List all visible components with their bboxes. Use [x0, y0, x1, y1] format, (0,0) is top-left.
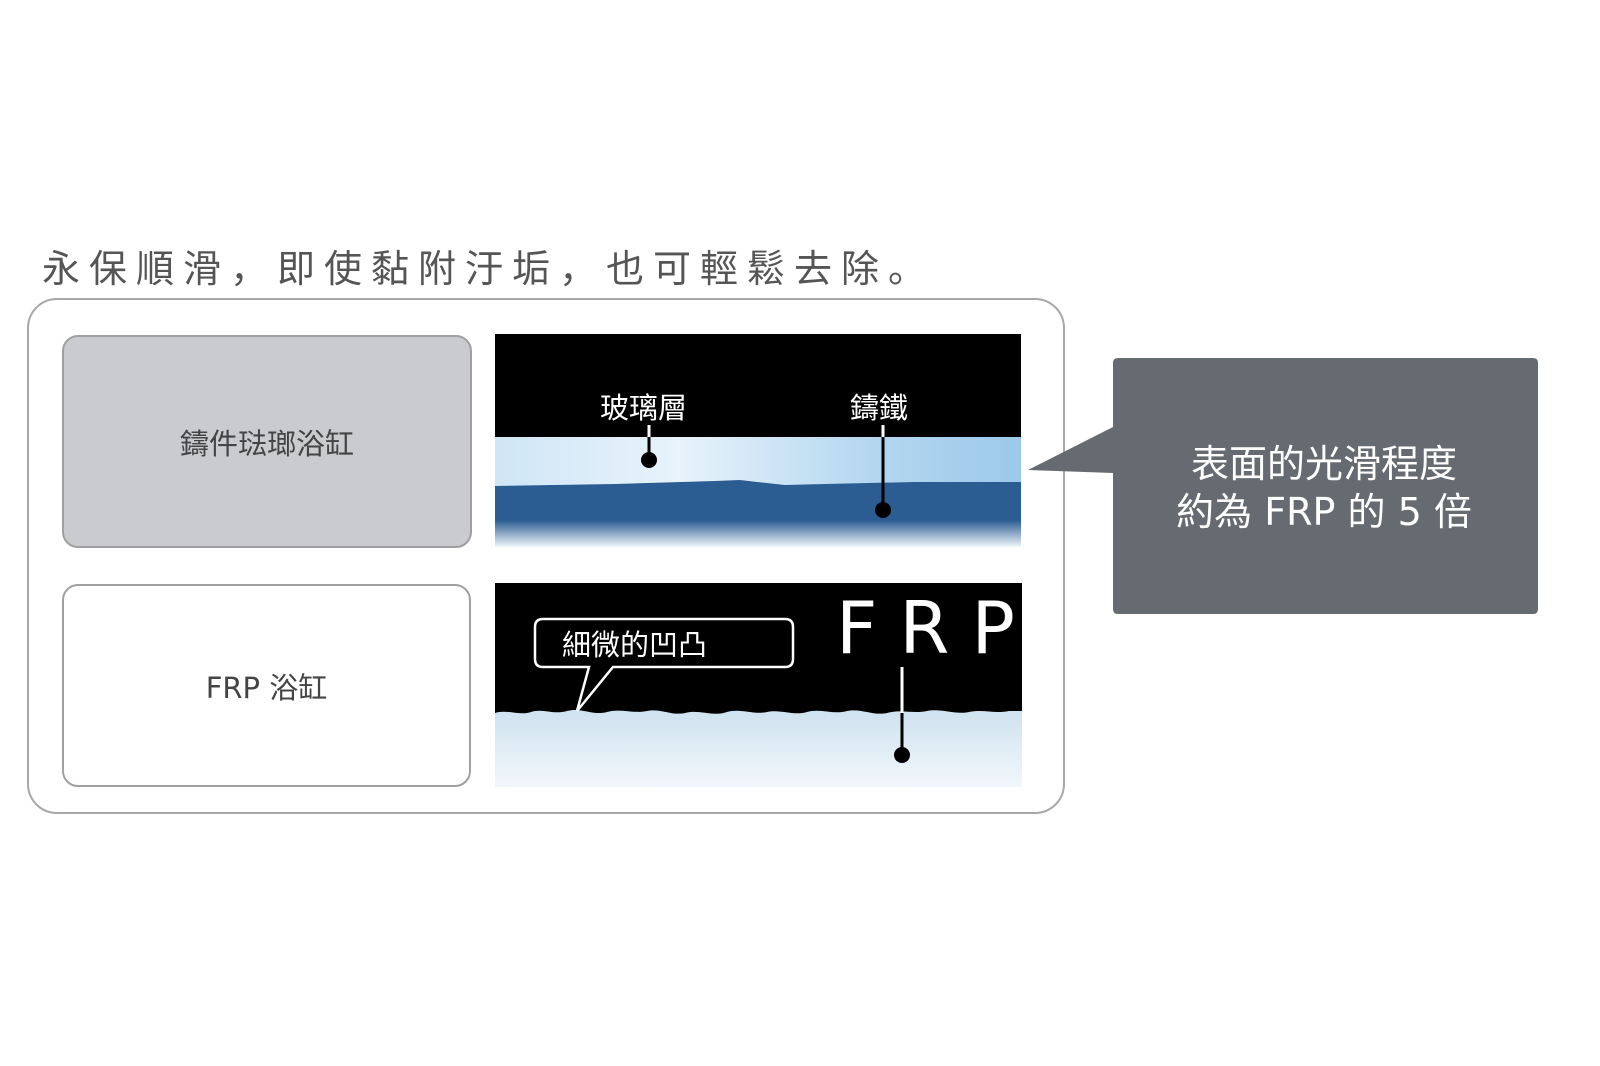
cast-iron-pointer-dot — [875, 502, 891, 518]
cast-iron-bathtub-label-card: 鑄件琺瑯浴缸 — [62, 335, 472, 548]
glass-layer-label: 玻璃層 — [600, 391, 688, 425]
frp-material-label: FRP — [836, 586, 1037, 670]
cast-iron-cross-section-graphic — [495, 334, 1021, 547]
cast-iron-label: 鑄鐵 — [850, 391, 909, 425]
callout-line-2: 約為 FRP 的 5 倍 — [1176, 490, 1472, 534]
cast-iron-cross-section — [495, 334, 1021, 547]
frp-cross-section — [495, 583, 1022, 787]
glass-layer-pointer-dot — [641, 452, 657, 468]
frp-bathtub-label-card: FRP 浴缸 — [62, 584, 471, 787]
callout-box — [1028, 358, 1538, 614]
comparison-frame — [27, 298, 1065, 814]
bumps-label: 細微的凹凸 — [562, 628, 708, 662]
frp-bathtub-label: FRP 浴缸 — [205, 670, 328, 705]
cast-iron-layer — [495, 480, 1021, 547]
callout-line-1: 表面的光滑程度 — [1190, 442, 1457, 486]
headline: 永保順滑，即使黏附汙垢，也可輕鬆去除。 — [42, 247, 936, 291]
cast-iron-bathtub-label: 鑄件琺瑯浴缸 — [179, 426, 354, 461]
frp-cross-section-graphic — [495, 583, 1022, 787]
frp-pointer-dot — [894, 747, 910, 763]
bumps-speech-bubble — [533, 617, 795, 712]
callout-text: 表面的光滑程度 約為 FRP 的 5 倍 — [1114, 440, 1534, 536]
frp-surface — [495, 709, 1022, 787]
